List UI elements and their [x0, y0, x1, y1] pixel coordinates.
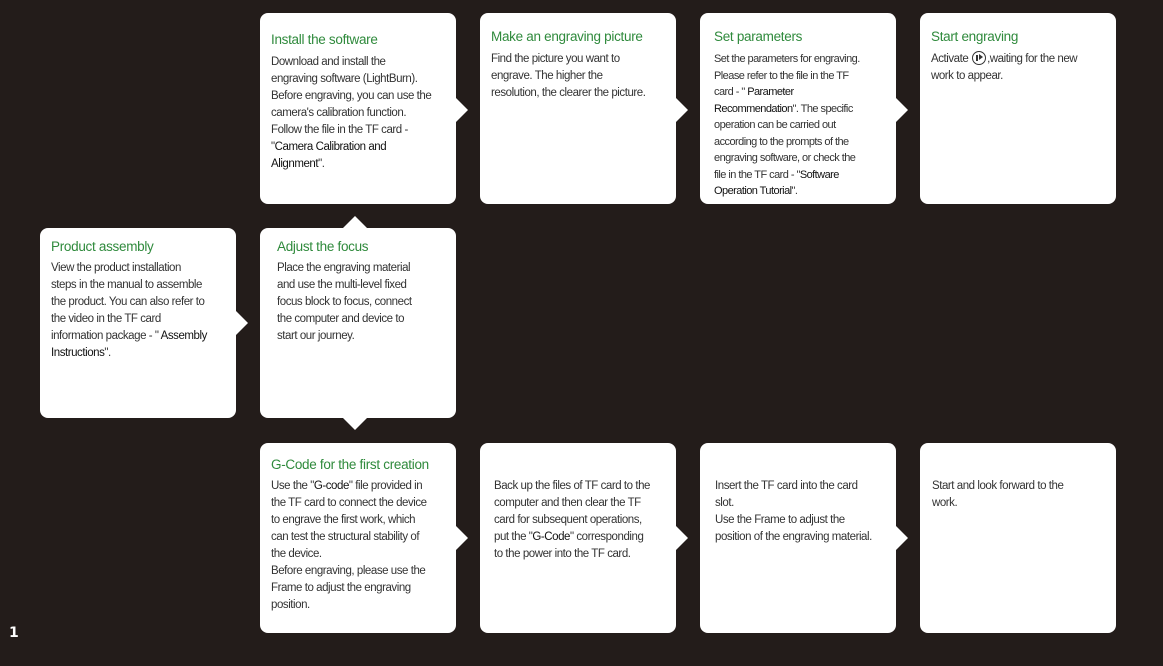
card-product-assembly: Product assembly View the product instal… [40, 228, 236, 418]
card-text: Set the parameters for engraving. Please… [714, 53, 860, 197]
card-text: Download and install the engraving softw… [271, 56, 432, 170]
page-number: 1 [9, 625, 19, 641]
arrow-down [343, 418, 367, 430]
card-text: Find the picture you want to engrave. Th… [491, 53, 646, 99]
card-title: Product assembly [51, 239, 154, 254]
arrow-right [676, 526, 688, 550]
card-text: Start and look forward to the work. [932, 480, 1064, 509]
arrow-right [896, 98, 908, 122]
card-engraving-picture: Make an engraving picture Find the pictu… [480, 13, 676, 204]
card-text: Insert the TF card into the card slot. U… [715, 480, 872, 543]
arrow-right [236, 311, 248, 335]
play-pause-icon [972, 51, 987, 65]
card-text: Use the "G-code" file provided in the TF… [271, 480, 427, 611]
arrow-right [896, 526, 908, 550]
card-title: G-Code for the first creation [271, 457, 429, 472]
card-insert-tf: Insert the TF card into the card slot. U… [700, 443, 896, 633]
arrow-right [456, 526, 468, 550]
card-install-software: Install the software Download and instal… [260, 13, 456, 204]
arrow-up [343, 216, 367, 228]
card-title: Make an engraving picture [491, 29, 643, 44]
card-set-parameters: Set parameters Set the parameters for en… [700, 13, 896, 204]
card-gcode-first-creation: G-Code for the first creation Use the "G… [260, 443, 456, 633]
card-start-engraving: Start engraving Activate ,waiting for th… [920, 13, 1116, 204]
card-title: Start engraving [931, 29, 1019, 44]
card-text: View the product installation steps in t… [51, 262, 207, 359]
card-backup-tf: Back up the files of TF card to the comp… [480, 443, 676, 633]
card-title: Install the software [271, 32, 378, 47]
card-title: Adjust the focus [277, 239, 369, 254]
card-finish: Start and look forward to the work. [920, 443, 1116, 633]
card-text: Place the engraving material and use the… [277, 262, 412, 342]
card-adjust-focus: Adjust the focus Place the engraving mat… [260, 228, 456, 418]
card-text: Activate ,waiting for the new work to ap… [931, 51, 1078, 82]
card-text: Back up the files of TF card to the comp… [494, 480, 650, 560]
arrow-right [456, 98, 468, 122]
arrow-right [676, 98, 688, 122]
card-title: Set parameters [714, 29, 803, 44]
